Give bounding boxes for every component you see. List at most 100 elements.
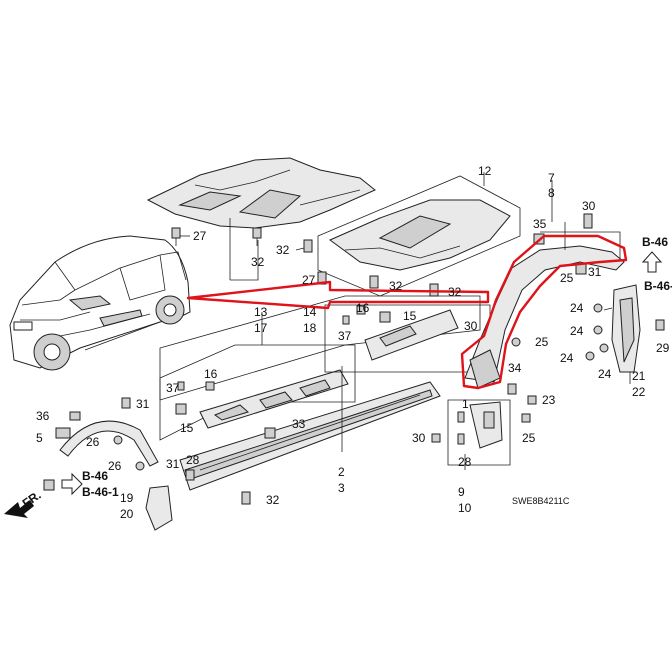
clip-37a [342, 315, 350, 325]
callout-27b: 27 [302, 273, 316, 287]
callout-30b: 30 [464, 319, 478, 333]
callout-26a: 26 [86, 435, 100, 449]
callout-24b: 24 [570, 324, 584, 338]
callout-10: 10 [458, 501, 472, 515]
clip-32d [429, 283, 439, 297]
callout-25b: 25 [535, 335, 549, 349]
clip-24b [593, 325, 603, 335]
red-highlight [186, 234, 628, 390]
callout-31c: 31 [166, 457, 180, 471]
vehicle-illustration [9, 235, 191, 371]
clip-24c [599, 343, 609, 353]
clip-16b [205, 381, 215, 391]
callout-30c: 30 [412, 431, 426, 445]
callout-33: 33 [292, 417, 306, 431]
callout-18: 18 [303, 321, 317, 335]
callout-8: 8 [548, 186, 555, 200]
clip-5 [55, 427, 71, 439]
callout-32a: 32 [251, 255, 265, 269]
clip-25b [521, 413, 531, 423]
callout-16a: 16 [356, 301, 370, 315]
callout-25c: 25 [522, 431, 536, 445]
callout-32c: 32 [389, 279, 403, 293]
mud-guard-rear [611, 284, 641, 373]
clip-31b [121, 397, 131, 409]
clip-37b [177, 381, 185, 391]
callout-24c: 24 [560, 351, 574, 365]
clip-23 [527, 395, 537, 405]
callout-37a: 37 [338, 329, 352, 343]
side-sill-garnish [159, 295, 481, 491]
callout-5: 5 [36, 431, 43, 445]
callout-3: 3 [338, 481, 345, 495]
callout-27a: 27 [193, 229, 207, 243]
callout-13: 13 [254, 305, 268, 319]
ref-left-top: B-46 [82, 469, 108, 483]
clip-29 [655, 319, 665, 331]
callout-21: 21 [632, 369, 646, 383]
callout-32e: 32 [266, 493, 280, 507]
clip-36 [69, 411, 81, 421]
clip-33 [264, 427, 276, 439]
callout-26b: 26 [108, 459, 122, 473]
callout-32b: 32 [276, 243, 290, 257]
callout-15b: 15 [180, 421, 194, 435]
clip-15a [379, 311, 391, 323]
clip-25a [511, 337, 521, 347]
clip-30c [431, 433, 441, 443]
callout-31b: 31 [136, 397, 150, 411]
clip-32a [252, 227, 262, 246]
ref-left-bottom: B-46-1 [82, 485, 119, 499]
callout-7: 7 [548, 171, 555, 185]
callout-2: 2 [338, 465, 345, 479]
callout-23: 23 [542, 393, 556, 407]
callout-12: 12 [478, 164, 492, 178]
clip-front [43, 479, 55, 491]
clip-16a [356, 305, 366, 315]
callout-16b: 16 [204, 367, 218, 381]
callout-36: 36 [36, 409, 50, 423]
callout-24d: 24 [598, 367, 612, 381]
callout-22: 22 [632, 385, 646, 399]
callout-37b: 37 [166, 381, 180, 395]
callout-30a: 30 [582, 199, 596, 213]
clip-32e [241, 491, 251, 505]
clip-28b [185, 469, 195, 481]
ref-arrow-left [61, 472, 83, 496]
callout-17: 17 [254, 321, 268, 335]
callout-25a: 25 [560, 271, 574, 285]
callout-28b: 28 [186, 453, 200, 467]
callout-35: 35 [533, 217, 547, 231]
floor-undercover-left [146, 157, 376, 281]
ref-right-top: B-46 [642, 235, 668, 249]
leader-lines [180, 172, 631, 470]
clip-24a [593, 303, 603, 313]
clip-15b [175, 403, 187, 415]
ref-arrow-right [641, 251, 663, 273]
front-arrow [4, 500, 34, 518]
callout-31a: 31 [588, 265, 602, 279]
callout-20: 20 [120, 507, 134, 521]
callout-labels: 12 7 8 35 30 27 32 32 27 32 32 31 25 24 … [36, 164, 670, 521]
clip-26b [135, 461, 145, 471]
clip-30a [583, 213, 593, 229]
front-wheel-arch-molding [59, 420, 173, 531]
callout-24a: 24 [570, 301, 584, 315]
clip-26a [113, 435, 123, 445]
callout-1: 1 [462, 397, 469, 411]
ref-right-bottom: B-46- [644, 279, 672, 293]
callout-19: 19 [120, 491, 134, 505]
clip-34 [507, 383, 517, 395]
clip-27a [171, 227, 181, 246]
callout-28a: 28 [458, 455, 472, 469]
callout-32d: 32 [448, 285, 462, 299]
clip-32c [369, 275, 379, 289]
clip-24d [585, 351, 595, 361]
callout-29: 29 [656, 341, 670, 355]
callout-15a: 15 [403, 309, 417, 323]
fasteners [43, 213, 665, 505]
clip-28a [457, 433, 465, 445]
clip-31a [575, 263, 587, 275]
rear-bracket [447, 399, 511, 466]
